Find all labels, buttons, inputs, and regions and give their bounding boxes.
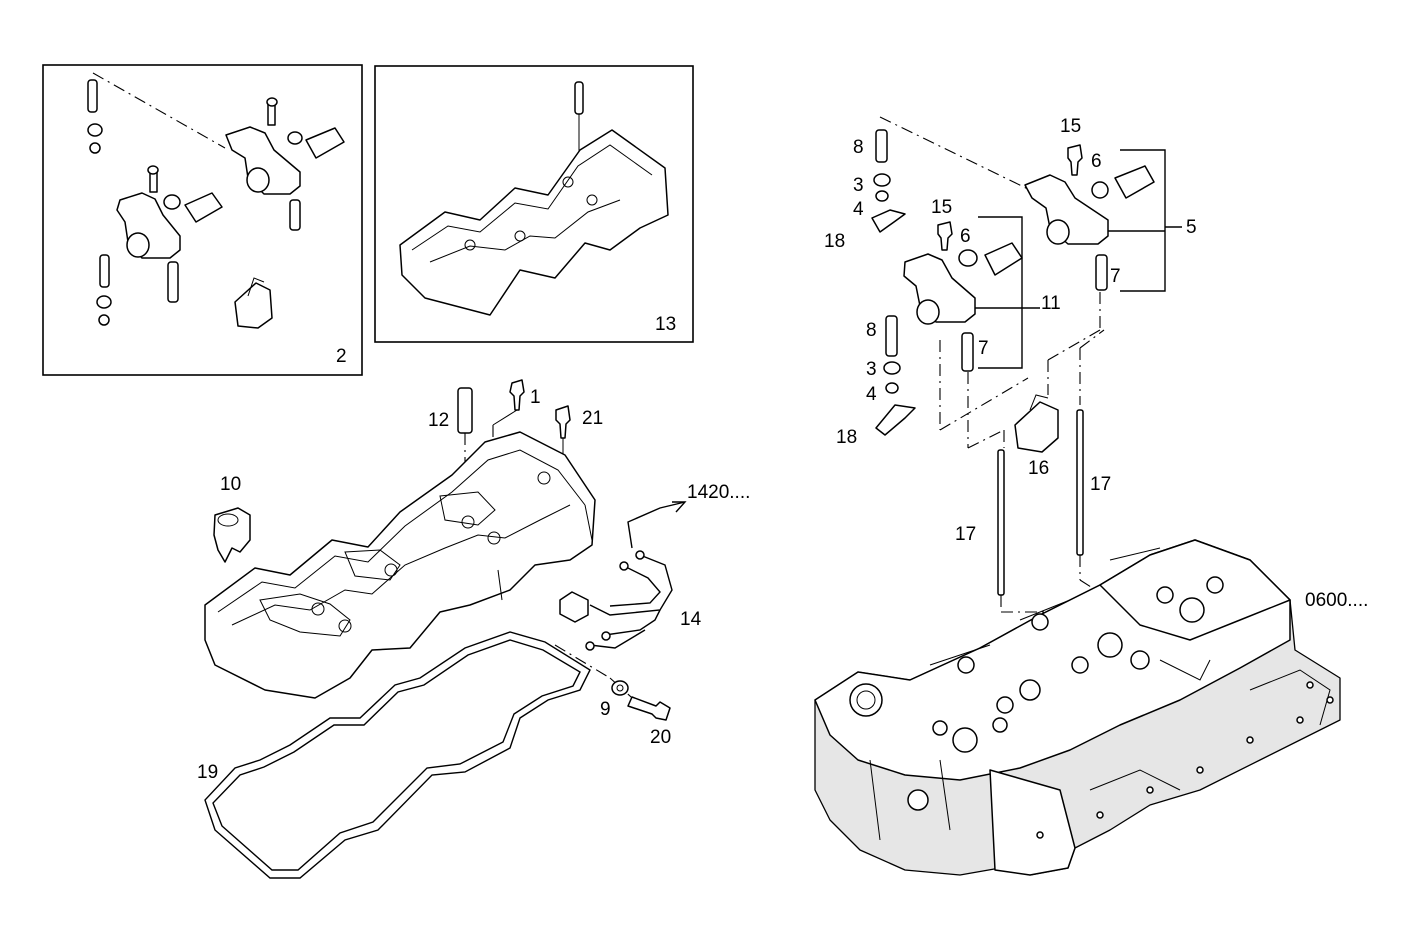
clip-10 (213, 507, 251, 563)
bolt-20 (627, 696, 671, 721)
cover-assembly-13 (399, 81, 669, 316)
label-7-top: 7 (1110, 266, 1121, 287)
label-3-lower: 3 (866, 359, 877, 380)
ref-0600: 0600.... (1305, 590, 1368, 611)
label-1: 1 (530, 387, 541, 408)
cover-gasket (204, 631, 591, 879)
kit-box-2 (42, 64, 363, 376)
label-2: 2 (336, 346, 347, 367)
label-16: 16 (1028, 458, 1049, 479)
label-14: 14 (680, 609, 702, 630)
label-20: 20 (650, 727, 671, 748)
label-17-left: 17 (955, 524, 976, 545)
kit-box-13 (374, 65, 694, 343)
label-12: 12 (428, 410, 449, 431)
label-6-lower: 6 (960, 226, 971, 247)
label-3-top: 3 (853, 175, 864, 196)
label-6-top: 6 (1091, 151, 1102, 172)
label-9: 9 (600, 699, 611, 720)
label-4-top: 4 (853, 199, 864, 220)
wiring-harness-14 (554, 501, 687, 706)
cylinder-head (814, 539, 1341, 876)
label-13: 13 (655, 314, 676, 335)
label-19: 19 (197, 762, 218, 783)
label-4-lower: 4 (866, 384, 877, 405)
label-8-top: 8 (853, 137, 864, 158)
label-15-lower: 15 (931, 197, 952, 218)
valve-cover (204, 379, 596, 699)
ref-1420: 1420.... (687, 482, 750, 503)
label-15-top: 15 (1060, 116, 1081, 137)
rocker-kit-2-parts (87, 72, 345, 329)
label-18-lower: 18 (836, 427, 857, 448)
label-17-right: 17 (1090, 474, 1111, 495)
label-10: 10 (220, 474, 241, 495)
label-8-lower: 8 (866, 320, 877, 341)
label-18-top: 18 (824, 231, 845, 252)
label-5: 5 (1186, 217, 1197, 238)
label-11: 11 (1041, 293, 1061, 314)
label-7-lower: 7 (978, 338, 989, 359)
washer-9 (611, 680, 629, 696)
rocker-assembly-right (871, 116, 1182, 613)
label-21: 21 (582, 408, 603, 429)
